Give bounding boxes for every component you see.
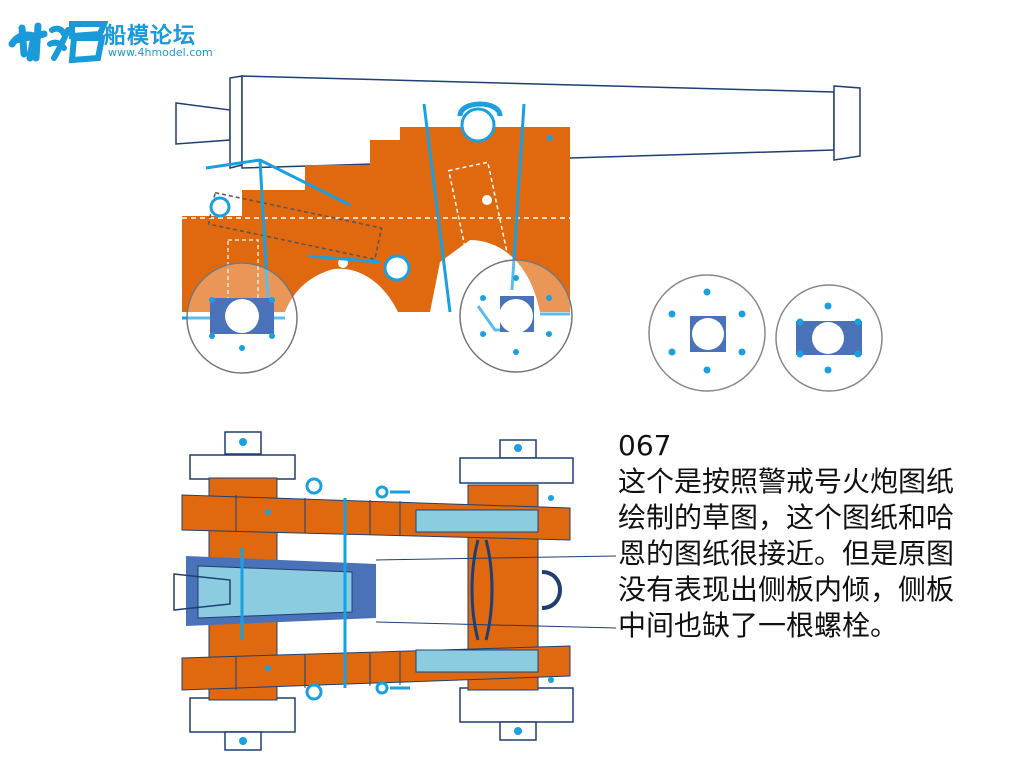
front-wheel (459, 259, 573, 373)
carriage-side (182, 127, 570, 312)
caption-block: 067 这个是按照警戒号火炮图纸绘制的草图，这个图纸和哈恩的图纸很接近。但是原图… (618, 428, 968, 644)
slide-number: 067 (618, 429, 672, 462)
wheel-detail-front (648, 274, 766, 392)
forum-title: 船模论坛 (104, 24, 197, 49)
wheel-detail-rear (775, 284, 883, 392)
iron-fittings (182, 101, 570, 332)
forum-logo: 船模论坛 www.4hmodel.com (8, 14, 248, 66)
caption-text: 这个是按照警戒号火炮图纸绘制的草图，这个图纸和哈恩的图纸很接近。但是原图没有表现… (618, 465, 955, 642)
plan-barrel (173, 555, 617, 629)
cannon-side-view (175, 75, 883, 392)
plan-wheels (189, 431, 574, 751)
forum-url: www.4hmodel.com (108, 46, 213, 59)
rear-wheel (186, 262, 298, 374)
forum-logo-icon (8, 21, 108, 64)
cannon-top-view (173, 431, 617, 751)
